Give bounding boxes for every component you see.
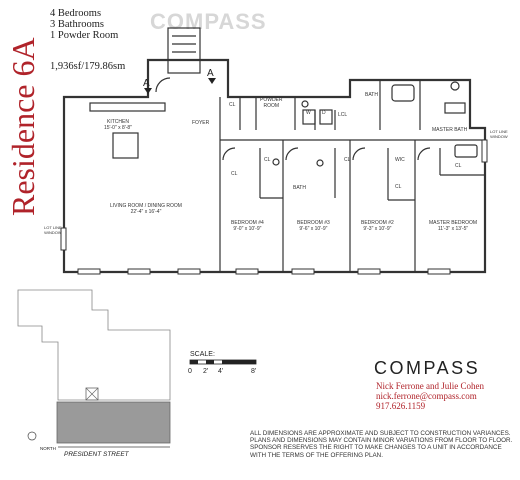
linen-closet-label: LCL [338, 112, 348, 118]
section-arrow-left-icon [144, 88, 152, 94]
bedroom2-dim: 9'-3" x 10'-9" [363, 225, 392, 232]
kitchen-dim: 15'-0" x 8'-8" [104, 124, 132, 131]
closet-label: CL [231, 171, 238, 177]
scale-tick-0: 0 [188, 368, 192, 375]
master-bedroom-dim: 11'-3" x 13'-5" [437, 225, 469, 232]
north-arrow-icon [27, 431, 37, 441]
scale-label: SCALE: [190, 351, 215, 358]
wic-label: WIC [395, 157, 405, 163]
closet-label: CL [344, 157, 351, 163]
broker-names: Nick Ferrone and Julie Cohen [376, 381, 484, 391]
bedroom2-label: BEDROOM #2 9'-3" x 10'-9" [361, 220, 394, 232]
kitchen-label: KITCHEN 15'-0" x 8'-8" [104, 119, 132, 131]
closet-label: CL [395, 184, 402, 190]
section-arrow-right-icon [208, 78, 216, 84]
residence-title: Residence 6A [2, 8, 42, 218]
watermark-logo: COMPASS [150, 9, 267, 34]
living-label: LIVING ROOM / DINING ROOM 22'-4" x 16'-4… [110, 203, 182, 215]
north-label: NORTH [40, 446, 56, 451]
residence-title-text: Residence 6A [5, 37, 41, 216]
living-name: LIVING ROOM / DINING ROOM [110, 203, 182, 209]
broker-phone[interactable]: 917.626.1159 [376, 401, 426, 411]
foyer-label: FOYER [192, 120, 210, 126]
kitchen-name: KITCHEN [107, 119, 129, 125]
bedroom4-label: BEDROOM #4 9'-0" x 10'-9" [231, 220, 264, 232]
bedrooms-count: 4 Bedrooms [50, 8, 102, 19]
lot-line-window-left: LOT LINE WINDOW [44, 225, 62, 235]
bathrooms-count: 3 Bathrooms [50, 19, 104, 30]
broker-contact: Nick Ferrone and Julie Cohen nick.ferron… [376, 381, 484, 411]
disclaimer-text: ALL DIMENSIONS ARE APPROXIMATE AND SUBJE… [250, 430, 513, 459]
closet-label: CL [229, 102, 236, 108]
compass-logo: COMPASS [374, 358, 481, 378]
master-bedroom-label: MASTER BEDROOM 11'-3" x 13'-5" [429, 220, 478, 232]
powder-room-label: POWDER ROOM [260, 97, 283, 109]
bedroom3-label: BEDROOM #3 9'-6" x 10'-9" [297, 220, 330, 232]
bath-label: BATH [365, 92, 378, 98]
master-bath-label: MASTER BATH [432, 127, 468, 133]
closet-label: CL [264, 157, 271, 163]
bedroom4-name: BEDROOM #4 [231, 220, 264, 226]
broker-email[interactable]: nick.ferrone@compass.com [376, 391, 477, 401]
bedroom3-dim: 9'-6" x 10'-9" [299, 225, 328, 232]
key-plan [17, 289, 171, 448]
scale-tick-2: 2' [203, 368, 209, 375]
powder-count: 1 Powder Room [50, 30, 119, 41]
scale-bar [189, 359, 257, 365]
bedroom3-name: BEDROOM #3 [297, 220, 330, 226]
unit-stats: 4 Bedrooms 3 Bathrooms 1 Powder Room [50, 8, 118, 41]
scale-tick-4: 4' [218, 368, 224, 375]
street-label: PRESIDENT STREET [64, 451, 129, 458]
closet-label: CL [455, 163, 462, 169]
bath2-label: BATH [293, 185, 306, 191]
master-bedroom-name: MASTER BEDROOM [429, 220, 478, 226]
unit-area: 1,936sf/179.86sm [50, 61, 126, 72]
section-marker-right: A [207, 68, 214, 79]
scale-tick-8: 8' [251, 368, 257, 375]
lot-line-window-right: LOT LINE WINDOW [490, 129, 508, 139]
dryer-label: D [322, 110, 326, 116]
living-dim: 22'-4" x 16'-4" [130, 208, 162, 215]
section-marker-left: A [143, 78, 150, 89]
bedroom4-dim: 9'-0" x 10'-9" [233, 225, 262, 232]
bedroom2-name: BEDROOM #2 [361, 220, 394, 226]
washer-label: W [306, 110, 311, 116]
